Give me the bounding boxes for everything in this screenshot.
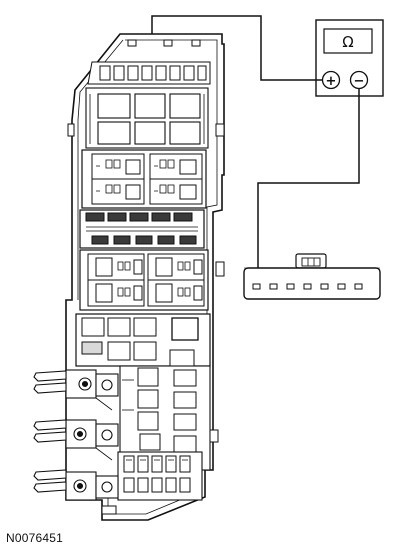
- negative-test-lead: [256, 89, 360, 283]
- side-clips: [67, 123, 225, 515]
- lower-plug-in-relays: [79, 249, 209, 311]
- power-stud-terminals: [65, 369, 119, 501]
- ohmmeter-display-symbol: Ω: [342, 33, 353, 51]
- top-terminal-row: [87, 61, 211, 85]
- upper-plug-in-relays: [81, 149, 207, 209]
- negative-terminal-symbol: −: [354, 74, 365, 89]
- ohmmeter: Ω + −: [315, 19, 384, 97]
- bottom-fuse-strip: [117, 451, 203, 501]
- top-clips: [127, 39, 201, 47]
- mounting-tabs: [33, 370, 67, 493]
- positive-terminal: [321, 70, 341, 90]
- figure-reference-code: N0076451: [6, 531, 63, 545]
- electrical-connector: [243, 253, 381, 300]
- positive-test-lead: [150, 15, 322, 81]
- test-leads: [150, 15, 360, 283]
- connector-pin-cavities: [252, 283, 363, 290]
- fuse-relay-box: [33, 33, 225, 521]
- negative-terminal: [349, 70, 369, 90]
- positive-terminal-symbol: +: [326, 74, 337, 89]
- mini-fuse-strip: [79, 209, 205, 249]
- lower-fuse-section: [75, 313, 211, 367]
- ohmmeter-display: [323, 28, 373, 54]
- upper-relay-grid: [85, 87, 209, 149]
